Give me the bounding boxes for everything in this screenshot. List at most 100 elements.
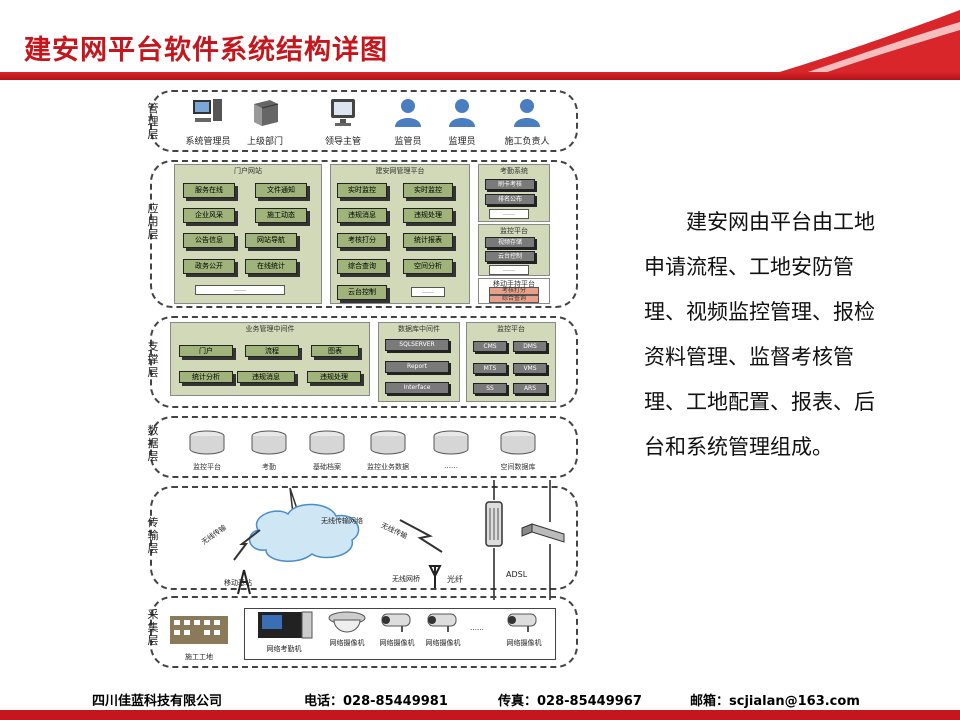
- database-icon: [251, 430, 287, 455]
- role-construction-lead: 施工负责人: [492, 96, 562, 147]
- building-icon: [170, 616, 228, 644]
- database-middleware-panel: 数据库中间件 SQLSERVER Report Interface: [378, 322, 460, 402]
- bullet-camera-icon: [381, 613, 411, 632]
- header-swoosh-decoration: [760, 10, 960, 80]
- title-bar: [0, 72, 960, 80]
- device-label: 网络摄像机: [425, 639, 461, 647]
- device-camera: 网络摄像机: [422, 610, 464, 648]
- monitor-platform-item: DMS: [513, 341, 547, 352]
- portal-item: 在线统计: [245, 259, 297, 274]
- fiber-converter-icon: [485, 501, 503, 547]
- bullet-camera-icon: [427, 613, 457, 632]
- platform-item: 考核打分: [337, 233, 387, 248]
- role-label: 施工负责人: [504, 137, 550, 147]
- database-icon: [189, 430, 225, 455]
- site-label: 施工工地: [185, 653, 213, 661]
- attendance-terminal-icon: [258, 611, 313, 639]
- layer-transmission: [150, 486, 578, 590]
- device-box: [244, 608, 556, 660]
- platform-item: 实时监控: [337, 183, 387, 198]
- data-store-label: 监控业务数据: [367, 463, 409, 471]
- data-store-label: ……: [444, 462, 458, 470]
- portal-more: ……: [195, 285, 285, 295]
- database-mw-item: Report: [385, 361, 449, 373]
- monitor-platform-item: CMS: [473, 341, 507, 352]
- device-camera: 网络摄像机: [376, 610, 418, 648]
- data-store-attendance: 考勤: [244, 430, 294, 472]
- attendance-panel: 考勤系统 刷卡考核 排名公布 ……: [478, 164, 550, 222]
- middleware-title: 业务管理中间件: [245, 325, 295, 333]
- platform-item: 违规处理: [403, 208, 453, 223]
- monitor-app-item: 视频存储: [485, 237, 535, 248]
- attendance-item: 排名公布: [485, 194, 535, 205]
- role-superior-dept: 上级部门: [236, 96, 294, 147]
- database-icon: [500, 430, 536, 455]
- role-label: 监理员: [448, 137, 476, 147]
- portal-item: 网站导航: [245, 233, 297, 248]
- adsl-modem-icon: [521, 523, 565, 543]
- user-icon: [514, 99, 540, 127]
- transmission-label: 光纤: [447, 575, 463, 584]
- attendance-title: 考勤系统: [500, 167, 528, 175]
- footer-phone: 电话：028-85449981: [304, 694, 448, 709]
- layer-label-management: 管理层: [147, 102, 159, 141]
- device-label: 网络摄像机: [506, 639, 542, 647]
- server-icon: [254, 100, 279, 126]
- transmission-label: 移动基站: [224, 579, 252, 587]
- layer-label-application: 应用层: [147, 202, 159, 241]
- monitor-app-title: 监控平台: [500, 227, 528, 235]
- user-icon: [449, 99, 475, 127]
- transmission-label: ADSL: [506, 570, 528, 579]
- cloud-label: 无线传输网络: [321, 517, 363, 525]
- footer-email: 邮箱：scjialan@163.com: [690, 694, 860, 709]
- layer-application: [150, 160, 578, 308]
- platform-more: ……: [411, 287, 445, 297]
- footer-company: 四川佳蓝科技有限公司: [92, 694, 223, 709]
- device-label: 网络考勤机: [266, 645, 302, 653]
- management-platform-panel: 建安网管理平台 实时监控 实时监控 违规消息 违规处理 考核打分 统计报表 综合…: [330, 164, 470, 304]
- mobile-item: 综合查询: [489, 295, 539, 303]
- portal-panel: 门户网站 服务在线 文件通知 企业风采 施工动态 公告信息 网站导航 政务公开 …: [174, 164, 322, 304]
- data-store-label: 基础档案: [313, 463, 341, 471]
- footer-fax: 传真：028-85449967: [498, 694, 642, 709]
- database-icon: [370, 430, 406, 455]
- device-camera: 网络摄像机: [326, 610, 368, 648]
- data-store-more: ……: [426, 430, 476, 470]
- footer-bar: [0, 710, 960, 720]
- layer-data: [150, 416, 578, 478]
- data-store-label: 考勤: [262, 463, 276, 471]
- middleware-item: 流程: [245, 345, 299, 357]
- lightning-link-icon: [233, 529, 261, 561]
- layer-support: [150, 316, 578, 408]
- monitor-platform-item: VMS: [513, 363, 547, 374]
- monitor-platform-item: MTS: [473, 363, 507, 374]
- portal-item: 企业风采: [183, 208, 235, 223]
- monitor-platform-panel: 监控平台 CMS DMS MTS VMS SS ARS: [466, 322, 556, 402]
- database-icon: [433, 430, 469, 455]
- slide-title: 建安网平台软件系统结构详图: [24, 35, 388, 66]
- layer-label-support: 支撑层: [147, 340, 159, 379]
- lightning-link-icon: [399, 519, 443, 553]
- role-label: 监管员: [394, 137, 422, 147]
- database-mw-item: Interface: [385, 382, 449, 394]
- cloud-icon: [248, 503, 360, 562]
- layer-label-data: 数据层: [147, 424, 159, 463]
- layer-management: [150, 90, 578, 152]
- middleware-item: 违规消息: [237, 371, 295, 383]
- role-inspector: 监理员: [440, 96, 484, 147]
- antenna-icon: [428, 565, 442, 588]
- platform-title: 建安网管理平台: [375, 167, 425, 175]
- architecture-diagram: 管理层 系统管理员 上级部门 领导主管 监管员 监理员 施工负责人 应用层: [140, 90, 580, 675]
- data-store-business: 监控业务数据: [358, 430, 418, 472]
- monitor-platform-item: ARS: [513, 383, 547, 394]
- monitor-app-item: 云台控制: [485, 251, 535, 262]
- device-label: 网络摄像机: [329, 639, 365, 647]
- data-store-spatial: 空间数据库: [490, 430, 546, 472]
- middleware-item: 图表: [311, 345, 359, 357]
- portal-item: 政务公开: [183, 259, 235, 274]
- monitor-app-panel: 监控平台 视频存储 云台控制 ……: [478, 224, 550, 276]
- database-mw-title: 数据库中间件: [398, 325, 440, 333]
- middleware-item: 违规处理: [307, 371, 361, 383]
- portal-item: 公告信息: [183, 233, 235, 248]
